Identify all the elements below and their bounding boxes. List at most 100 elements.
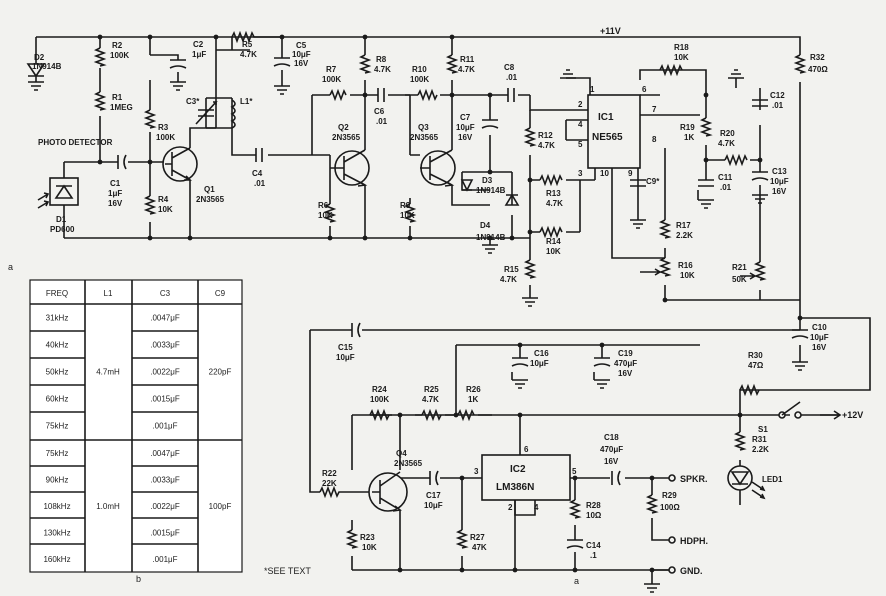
- c6-symbol: [377, 88, 385, 102]
- r2-symbol: [93, 47, 107, 67]
- r17-ref: R17: [676, 221, 691, 230]
- c11-ref: C11: [718, 173, 733, 182]
- q2-ref: Q2: [338, 123, 349, 132]
- c10-symbol: [791, 329, 809, 339]
- ic2: IC2 LM386N 2 3 4 5 6: [474, 445, 577, 516]
- r12-ref: R12: [538, 131, 553, 140]
- r5-ref: R5: [242, 40, 253, 49]
- c7-symbol: [481, 119, 499, 129]
- r22-value: 22K: [322, 479, 337, 488]
- led-light-arrows: [751, 481, 766, 500]
- r16-value: 10K: [680, 271, 695, 280]
- q4-value: 2N3565: [394, 459, 423, 468]
- ground-icon: [274, 85, 290, 95]
- d1-symbol: [54, 184, 74, 199]
- corner-label: a: [8, 262, 13, 272]
- r21-value: 50K: [732, 275, 747, 284]
- r20-ref: R20: [720, 129, 735, 138]
- c6-ref: C6: [374, 107, 385, 116]
- c4-ref: C4: [252, 169, 263, 178]
- see-text-note: *SEE TEXT: [264, 566, 311, 576]
- ground-icon: [560, 69, 576, 79]
- c14-symbol: [566, 539, 584, 549]
- d1-ref: D1: [56, 215, 67, 224]
- c14-ref: C14: [586, 541, 601, 550]
- c8-symbol: [507, 88, 515, 102]
- r25-value: 4.7K: [422, 395, 439, 404]
- table-cell-freq: 130kHz: [43, 528, 70, 537]
- r30-ref: R30: [748, 351, 763, 360]
- ground-icon: [511, 372, 528, 389]
- r30-symbol: [739, 383, 760, 397]
- c5-voltage: 16V: [294, 59, 309, 68]
- r31-ref: R31: [752, 435, 767, 444]
- d3-ref: D3: [482, 176, 493, 185]
- c4-value: .01: [254, 179, 266, 188]
- r19-symbol: [699, 117, 713, 137]
- r26-ref: R26: [466, 385, 481, 394]
- r19-value: 1K: [684, 133, 694, 142]
- c1-ref: C1: [110, 179, 121, 188]
- c8-ref: C8: [504, 63, 515, 72]
- r20-value: 4.7K: [718, 139, 735, 148]
- r1-ref: R1: [112, 93, 123, 102]
- c19-symbol: [593, 357, 611, 367]
- table-cell-freq: 108kHz: [43, 502, 70, 511]
- d3-symbol: [460, 179, 474, 192]
- r30-value: 47Ω: [748, 361, 764, 370]
- r8-ref: R8: [376, 55, 387, 64]
- ground-icon: [28, 81, 44, 91]
- junctions: [97, 34, 803, 573]
- d1-light-arrows: [37, 192, 50, 209]
- r8-value: 4.7K: [374, 65, 391, 74]
- r20-symbol: [724, 153, 748, 167]
- r16-symbol: [658, 257, 672, 277]
- ic1-body: [587, 94, 641, 169]
- q3-ref: Q3: [418, 123, 429, 132]
- q2-value: 2N3565: [332, 133, 361, 142]
- ic2-pin: 5: [572, 467, 577, 476]
- r13-symbol: [539, 173, 563, 187]
- r23-symbol: [345, 529, 359, 549]
- c5-symbol: [273, 57, 291, 67]
- panel-label-a: a: [574, 576, 579, 586]
- l1-ref: L1*: [240, 97, 253, 106]
- q2-transistor: [330, 149, 370, 187]
- d2-ref: D2: [34, 53, 45, 62]
- c7-ref: C7: [460, 113, 471, 122]
- table-cell-freq: 75kHz: [46, 449, 69, 458]
- r3-ref: R3: [158, 123, 169, 132]
- table-header: C3: [160, 289, 171, 298]
- spkr-label: SPKR.: [680, 474, 708, 484]
- q1-ref: Q1: [204, 185, 215, 194]
- panel-label-b: b: [136, 574, 141, 584]
- c18-ref: C18: [604, 433, 619, 442]
- table-header: FREQ: [46, 289, 68, 298]
- r25-symbol: [421, 408, 442, 422]
- table-cell-freq: 40kHz: [46, 341, 69, 350]
- c12-ref: C12: [770, 91, 785, 100]
- ic2-body: [481, 454, 571, 501]
- r18-ref: R18: [674, 43, 689, 52]
- r22-symbol: [319, 485, 345, 499]
- r9-ref: R9: [400, 201, 411, 210]
- table-cell-c3: .0015μF: [150, 395, 180, 404]
- r32-ref: R32: [810, 53, 825, 62]
- r27-ref: R27: [470, 533, 485, 542]
- c9-symbol: [630, 179, 646, 187]
- r31-value: 2.2K: [752, 445, 769, 454]
- r26-symbol: [457, 408, 475, 422]
- table-cell-c3: .001μF: [152, 422, 177, 431]
- ic2-ref: IC2: [510, 464, 526, 475]
- ic1-pin: 5: [578, 140, 583, 149]
- r23-ref: R23: [360, 533, 375, 542]
- r15-ref: R15: [504, 265, 519, 274]
- input-voltage: +12V: [842, 410, 863, 420]
- r1-symbol: [93, 91, 107, 111]
- c2-value: 1μF: [192, 50, 206, 59]
- q1-value: 2N3565: [196, 195, 225, 204]
- ground-icon: [170, 81, 186, 91]
- ic1-pin: 7: [652, 105, 657, 114]
